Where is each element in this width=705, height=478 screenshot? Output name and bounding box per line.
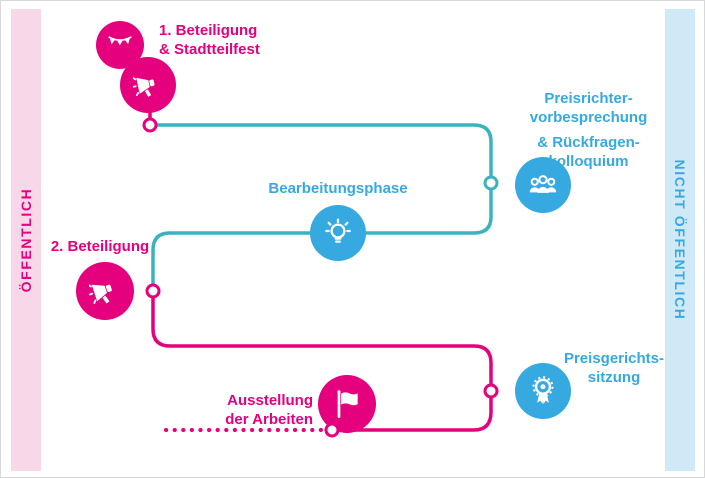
bunting-icon xyxy=(108,36,132,46)
label-jury-briefing-bottom: & Rückfragen- kolloquium xyxy=(506,134,671,171)
label-step1: 1. Beteiligung & Stadtteilfest xyxy=(159,22,260,59)
lane-not-public: NICHT ÖFFENTLICH xyxy=(665,9,695,471)
label-step1-line2: & Stadtteilfest xyxy=(159,40,260,58)
label-exhibition: Ausstellung der Arbeiten xyxy=(176,392,313,429)
medal-icon xyxy=(532,376,554,405)
lane-not-public-label: NICHT ÖFFENTLICH xyxy=(672,159,688,321)
megaphone-icon xyxy=(133,76,155,97)
node-jury-session xyxy=(515,363,571,419)
label-step2-text: 2. Beteiligung xyxy=(50,238,150,255)
connector-public-to-jury-briefing xyxy=(151,123,493,291)
label-jury-session: Preisgerichts- sitzung xyxy=(549,350,679,387)
port-step1 xyxy=(142,117,158,133)
node-jury-briefing xyxy=(515,157,571,213)
label-jury-session-line1: Preisgerichts- xyxy=(563,350,665,367)
label-jury-briefing-line3: & Rückfragen- xyxy=(537,134,640,151)
megaphone-icon xyxy=(89,284,112,304)
label-exhibition-line2: der Arbeiten xyxy=(225,410,313,428)
node-step1-announcement xyxy=(120,57,176,113)
node-work-phase xyxy=(310,205,366,261)
label-step1-line1: 1. Beteiligung xyxy=(159,22,258,39)
flag-icon xyxy=(337,390,358,418)
port-step2 xyxy=(145,283,161,299)
label-work-phase-text: Bearbeitungsphase xyxy=(268,180,408,197)
people-icon xyxy=(529,175,557,193)
label-work-phase: Bearbeitungsphase xyxy=(258,180,418,199)
label-jury-briefing-line1: Preisrichter- xyxy=(544,90,633,107)
label-jury-briefing-line4: kolloquium xyxy=(548,152,629,170)
port-jury-session xyxy=(483,383,499,399)
label-jury-session-line2: sitzung xyxy=(587,368,641,386)
label-exhibition-line1: Ausstellung xyxy=(227,392,313,409)
node-step2-announcement xyxy=(76,262,134,320)
label-jury-briefing-line2: vorbesprechung xyxy=(529,108,648,126)
node-exhibition xyxy=(318,375,376,433)
label-step2: 2. Beteiligung xyxy=(31,238,169,257)
port-jury-briefing xyxy=(483,175,499,191)
label-jury-briefing-top: Preisrichter- vorbesprechung xyxy=(506,90,671,127)
lightbulb-icon xyxy=(325,218,351,243)
lane-public: ÖFFENTLICH xyxy=(11,9,41,471)
